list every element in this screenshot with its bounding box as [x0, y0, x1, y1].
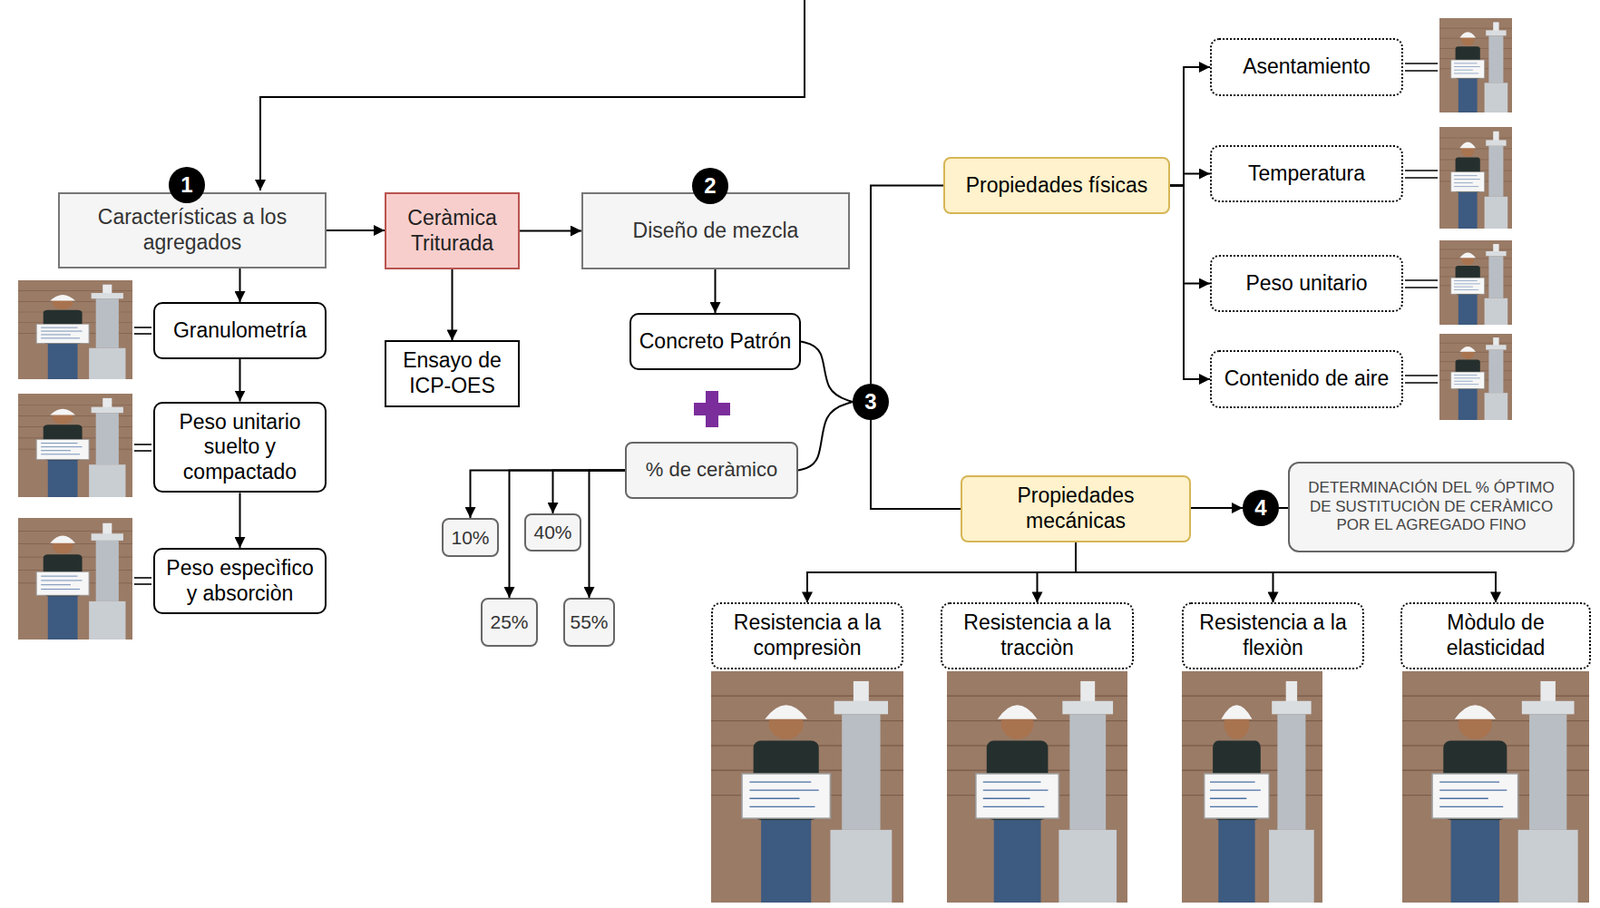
process-box: % de ceràmico	[624, 441, 799, 499]
process-box: Resistencia a la compresiòn	[711, 602, 904, 669]
connector	[326, 229, 385, 232]
box-text: Resistencia a la tracciòn	[949, 610, 1125, 661]
connector	[1170, 185, 1210, 284]
link-mark	[134, 63, 1438, 585]
box-text: 40%	[533, 520, 572, 544]
connector	[870, 185, 944, 385]
box-text: % de ceràmico	[645, 458, 779, 482]
callout-number: 1	[168, 166, 205, 204]
box-text: Ensayo de ICP-OES	[393, 348, 511, 399]
connector	[870, 419, 961, 509]
box-text: Peso unitario	[1245, 271, 1367, 297]
box-text: 3	[864, 389, 877, 416]
process-box: DETERMINACIÓN DEL % ÓPTIMO DE SUSTITUCIÒ…	[1287, 461, 1575, 553]
process-box: Resistencia a la flexiòn	[1181, 602, 1365, 669]
process-box: Características a los agregados	[58, 192, 327, 269]
connector	[1278, 507, 1288, 509]
connector	[509, 470, 626, 599]
box-text: Concreto Patrón	[639, 329, 791, 355]
box-text: 2	[703, 173, 716, 200]
box-text: 10%	[450, 526, 489, 549]
box-text: Peso especìfico y absorciòn	[162, 556, 318, 606]
box-text: 4	[1254, 495, 1267, 522]
process-box: Contenido de aire	[1209, 350, 1404, 409]
process-box: Ensayo de ICP-OES	[384, 340, 520, 407]
process-box: Diseño de mezcla	[581, 192, 850, 270]
box-text: DETERMINACIÓN DEL % ÓPTIMO DE SUSTITUCIÒ…	[1297, 478, 1566, 535]
process-box: Ceràmica Triturada	[384, 192, 520, 270]
box-text: Propiedades mecánicas	[969, 483, 1182, 534]
box-text: Mòdulo de elasticidad	[1409, 610, 1582, 661]
process-box: Asentamiento	[1209, 38, 1404, 97]
connector	[519, 230, 582, 233]
box-text: Peso unitario suelto y compactado	[162, 409, 318, 486]
box-text: Contenido de aire	[1224, 366, 1390, 392]
box-text: Resistencia a la compresiòn	[720, 610, 895, 661]
connector	[451, 269, 454, 341]
process-box: Granulometría	[153, 302, 327, 360]
process-box: 40%	[524, 513, 582, 552]
box-text: Resistencia a la flexiòn	[1190, 610, 1356, 661]
connector	[807, 542, 1076, 604]
process-box: 25%	[480, 597, 538, 647]
connector	[470, 470, 626, 519]
connector	[239, 492, 242, 548]
box-text: 1	[180, 172, 193, 199]
connector	[1190, 507, 1243, 509]
connector	[714, 269, 717, 313]
box-text: Temperatura	[1248, 161, 1366, 187]
plus-sign	[693, 390, 731, 428]
callout-number: 3	[852, 383, 889, 420]
box-text: Granulometría	[173, 318, 307, 344]
connector	[798, 401, 853, 471]
process-box: 10%	[441, 517, 499, 557]
box-text: Asentamiento	[1242, 54, 1371, 80]
connector	[1037, 542, 1077, 604]
connector	[1170, 185, 1210, 381]
connector	[1170, 67, 1210, 186]
feed-line	[260, 0, 805, 191]
box-text: 25%	[489, 610, 528, 634]
box-text: Diseño de mezcla	[633, 218, 800, 244]
process-box: Resistencia a la tracciòn	[940, 602, 1134, 669]
callout-number: 4	[1242, 489, 1279, 527]
connector	[800, 341, 853, 403]
connector	[589, 470, 626, 599]
box-text: Propiedades físicas	[965, 173, 1149, 199]
process-box: 55%	[563, 597, 615, 647]
process-box: Mòdulo de elasticidad	[1400, 602, 1591, 669]
process-box: Propiedades físicas	[943, 156, 1171, 215]
callout-number: 2	[692, 167, 729, 205]
connector	[239, 359, 242, 402]
process-box: Propiedades mecánicas	[960, 475, 1191, 542]
process-box: Peso unitario suelto y compactado	[153, 401, 327, 494]
process-box: Temperatura	[1209, 145, 1404, 203]
connector	[1170, 174, 1210, 186]
process-box: Concreto Patrón	[629, 312, 801, 371]
connector	[239, 268, 242, 303]
process-box: Peso unitario	[1209, 254, 1404, 313]
photo	[18, 18, 1590, 903]
process-box: Peso especìfico y absorciòn	[153, 547, 327, 615]
box-text: Ceràmica Triturada	[393, 205, 511, 256]
box-text: Características a los agregados	[67, 204, 318, 255]
box-text: 55%	[569, 610, 608, 634]
